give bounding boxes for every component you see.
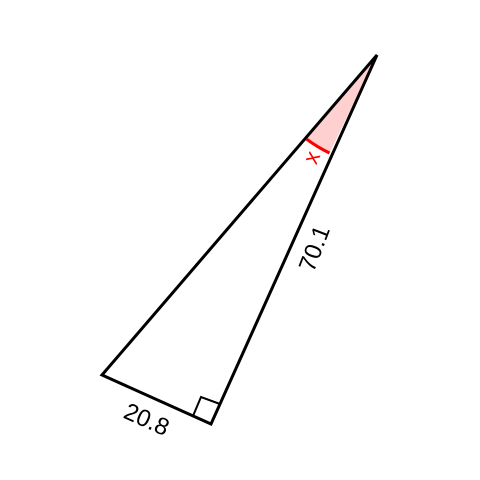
angle-x-sector <box>306 55 377 153</box>
triangle-outline <box>99 54 379 426</box>
side-length-label: 70.1 <box>294 222 336 275</box>
angle-x-arc <box>305 137 331 155</box>
right-angle-marker <box>192 395 221 417</box>
